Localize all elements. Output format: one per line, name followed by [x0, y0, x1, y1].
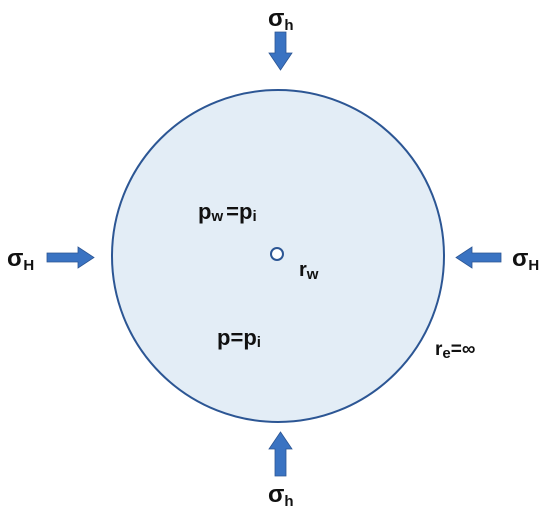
- right-stress-label: σH: [512, 245, 539, 274]
- wellbore-radius-label: rw: [299, 259, 319, 283]
- wellbore-pressure-equals: =: [226, 199, 239, 224]
- wellbore-radius-r: r: [299, 259, 307, 281]
- reservoir-pressure-rhs: p: [243, 325, 256, 350]
- reservoir-pressure-equals: =: [230, 325, 243, 350]
- right-stress-subscript: H: [528, 257, 539, 274]
- wellbore-pressure-rhs: p: [239, 199, 252, 224]
- wellbore-circle: [270, 247, 284, 261]
- top-stress-label: σh: [268, 5, 294, 34]
- arrow-up-icon: [268, 431, 293, 477]
- wellbore-pressure-rhs-subscript: i: [252, 208, 256, 225]
- bottom-stress-symbol: σ: [268, 481, 284, 508]
- outer-radius-r: r: [435, 339, 443, 360]
- left-stress-symbol: σ: [7, 245, 23, 272]
- left-stress-label: σH: [7, 245, 34, 274]
- arrow-right-icon: [46, 246, 95, 269]
- right-stress-symbol: σ: [512, 245, 528, 272]
- outer-radius-rest: =∞: [451, 339, 476, 360]
- outer-radius-label: re=∞: [435, 339, 475, 362]
- wellbore-radius-subscript: w: [306, 266, 319, 283]
- reservoir-pressure-label: p=pi: [217, 325, 261, 351]
- wellbore-pressure-p-subscript: w: [210, 208, 223, 225]
- bottom-stress-subscript: h: [284, 493, 293, 510]
- bottom-stress-label: σh: [268, 481, 294, 510]
- wellbore-pressure-label: pw=pi: [198, 199, 257, 225]
- top-stress-symbol: σ: [268, 5, 284, 32]
- wellbore-pressure-p: p: [198, 199, 211, 224]
- outer-radius-subscript: e: [442, 345, 450, 362]
- left-stress-subscript: H: [23, 257, 34, 274]
- reservoir-pressure-p: p: [217, 325, 230, 350]
- arrow-left-icon: [455, 246, 502, 269]
- top-stress-subscript: h: [284, 17, 293, 34]
- reservoir-pressure-rhs-subscript: i: [257, 334, 261, 351]
- arrow-down-icon: [268, 31, 293, 71]
